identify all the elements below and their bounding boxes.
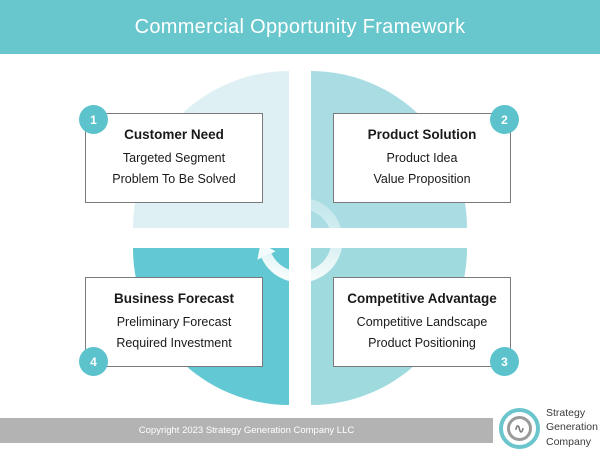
logo-inner-ring: ∿ [507,416,532,441]
cycle-arrow-icon [257,197,343,283]
box-line: Product Idea [386,151,458,165]
box-line: Required Investment [116,336,232,350]
box-customer-need: Customer Need Targeted Segment Problem T… [85,113,263,203]
step-badge-3: 3 [490,347,519,376]
box-line: Competitive Landscape [356,315,488,329]
step-number: 1 [90,112,97,127]
step-number: 4 [90,354,97,369]
step-badge-1: 1 [79,105,108,134]
copyright-bar: Copyright 2023 Strategy Generation Compa… [0,418,493,443]
company-logo: ∿ [499,408,540,449]
sine-wave-icon: ∿ [514,421,525,436]
logo-line: Generation [546,421,598,434]
box-title: Competitive Advantage [347,291,497,306]
box-line: Problem To Be Solved [112,172,236,186]
logo-line: Company [546,435,591,448]
box-competitive-advantage: Competitive Advantage Competitive Landsc… [333,277,511,367]
box-line: Product Positioning [368,336,476,350]
box-product-solution: Product Solution Product Idea Value Prop… [333,113,511,203]
step-badge-4: 4 [79,347,108,376]
logo-wordmark: Strategy Generation Company [546,406,598,449]
step-badge-2: 2 [490,105,519,134]
step-number: 3 [501,354,508,369]
page-title: Commercial Opportunity Framework [134,15,466,38]
copyright-text: Copyright 2023 Strategy Generation Compa… [138,425,355,436]
logo-line: Strategy [546,407,586,419]
step-number: 2 [501,112,508,127]
box-line: Value Proposition [373,172,471,186]
box-line: Targeted Segment [122,151,226,165]
box-title: Customer Need [124,127,224,142]
box-title: Business Forecast [113,291,235,306]
logo-outer-ring: ∿ [499,408,540,449]
box-line: Preliminary Forecast [116,315,232,329]
title-bar: Commercial Opportunity Framework [0,0,600,54]
box-title: Product Solution [367,127,477,142]
box-business-forecast: Business Forecast Preliminary Forecast R… [85,277,263,367]
